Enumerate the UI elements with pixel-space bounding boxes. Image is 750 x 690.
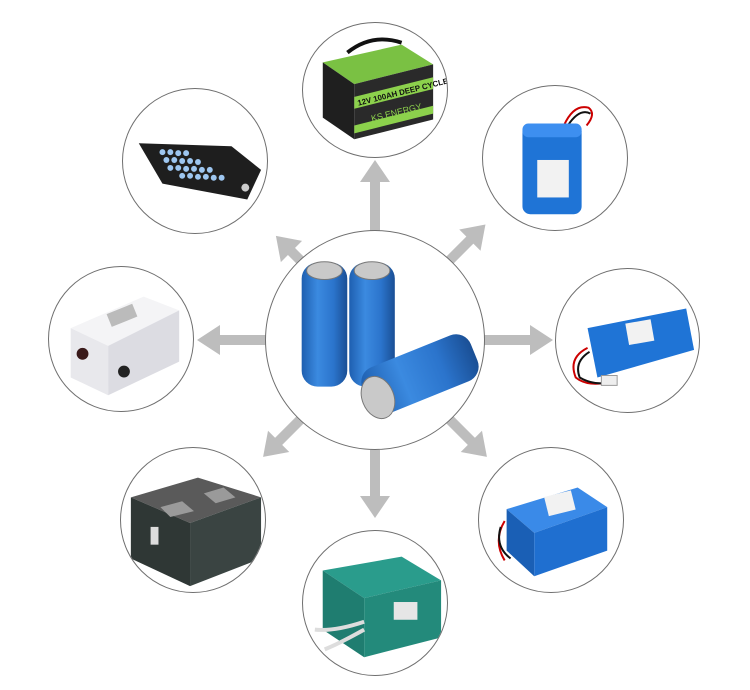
node-top-right-circle bbox=[482, 85, 628, 231]
dark-battery-box-image bbox=[130, 477, 262, 587]
node-bottom-circle bbox=[302, 530, 448, 676]
ebike-battery-image bbox=[138, 143, 262, 200]
blue-pack-image bbox=[522, 106, 593, 215]
large-blue-pack-image bbox=[497, 487, 608, 577]
node-left-circle bbox=[48, 266, 194, 412]
node-right-circle bbox=[555, 268, 700, 413]
arrow-right-icon bbox=[484, 325, 553, 355]
flat-pack-image bbox=[572, 308, 695, 386]
center-cells-circle: Cylindrical lithium iron phosphate cells bbox=[265, 230, 485, 450]
node-top-left-circle bbox=[122, 88, 268, 234]
arrow-left-icon bbox=[197, 325, 267, 355]
node-bottom-left-circle bbox=[120, 447, 266, 593]
arrow-down-icon bbox=[360, 450, 390, 518]
deep-cycle-battery-image: 12V 100AH DEEP CYCLE KS ENERGY bbox=[322, 37, 447, 140]
arrow-up-icon bbox=[360, 160, 390, 233]
node-bottom-right-circle bbox=[478, 447, 624, 593]
node-top-circle: 12V 100AH DEEP CYCLE KS ENERGY bbox=[302, 22, 448, 158]
white-battery-case-image bbox=[70, 296, 180, 396]
green-battery-box-image bbox=[314, 556, 442, 658]
cylindrical-cells-image bbox=[301, 261, 479, 420]
